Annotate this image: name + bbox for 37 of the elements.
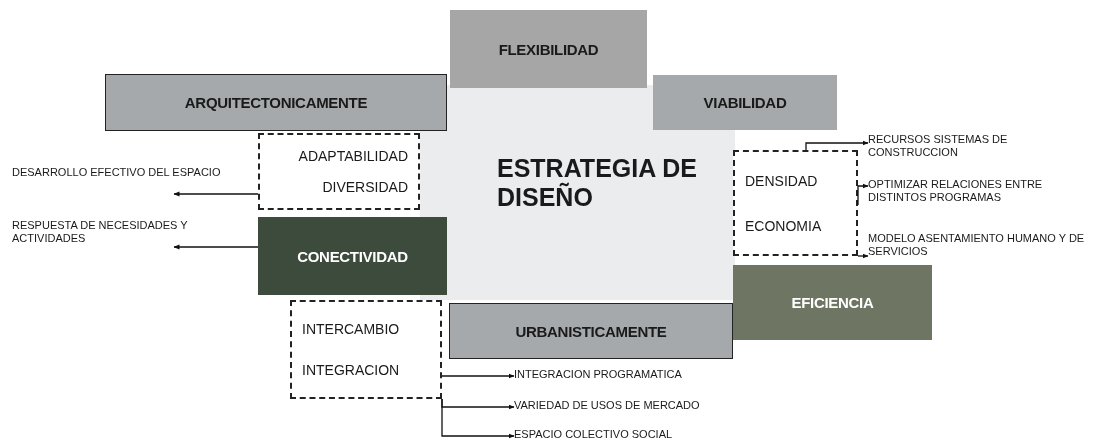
category-label: ARQUITECTONICAMENTE xyxy=(184,94,368,111)
item-label: ECONOMIA xyxy=(745,217,822,234)
central-title: ESTRATEGIA DE DISEÑO xyxy=(497,153,698,212)
dashed-box xyxy=(258,133,420,210)
annotation-text: RESPUESTA DE NECESIDADES Y ACTIVIDADES xyxy=(12,219,189,245)
category-label: FLEXIBILIDAD xyxy=(498,40,599,58)
dashed-box xyxy=(290,300,442,399)
category-box xyxy=(449,303,733,359)
arrow xyxy=(857,183,869,206)
annotation-text: RECURSOS SISTEMAS DE CONSTRUCCION xyxy=(868,133,1009,159)
arrow xyxy=(441,373,515,379)
category-label: CONECTIVIDAD xyxy=(297,247,408,265)
category-box xyxy=(258,217,447,295)
item-label: DENSIDAD xyxy=(745,172,818,189)
item-label: INTERCAMBIO xyxy=(302,320,400,337)
category-label: URBANISTICAMENTE xyxy=(515,322,667,340)
category-label: EFICIENCIA xyxy=(791,294,874,311)
category-box xyxy=(653,75,837,130)
annotation-text: ESPACIO COLECTIVO SOCIAL xyxy=(514,428,673,441)
arrow xyxy=(173,191,259,197)
annotation-text: VARIEDAD DE USOS DE MERCADO xyxy=(514,399,700,412)
arrow xyxy=(857,253,869,259)
annotation-text: OPTIMIZAR RELACIONES ENTRE DISTINTOS PROGRAMAS xyxy=(868,178,1044,204)
category-box xyxy=(105,74,447,131)
dashed-box xyxy=(733,150,858,256)
category-box xyxy=(450,10,647,88)
item-label: DIVERSIDAD xyxy=(322,178,408,195)
annotation-text: INTEGRACION PROGRAMATICA xyxy=(514,368,682,381)
annotation-text: MODELO ASENTAMIENTO HUMANO Y DE SERVICIOS xyxy=(868,232,1086,258)
category-label: VIABILIDAD xyxy=(703,94,787,111)
arrow xyxy=(805,140,869,151)
arrow xyxy=(173,244,259,250)
arrow xyxy=(441,398,515,439)
item-label: INTEGRACION xyxy=(302,362,400,379)
annotation-text: DESARROLLO EFECTIVO DEL ESPACIO xyxy=(12,166,222,179)
category-box xyxy=(733,265,932,340)
item-label: ADAPTABILIDAD xyxy=(298,148,408,165)
